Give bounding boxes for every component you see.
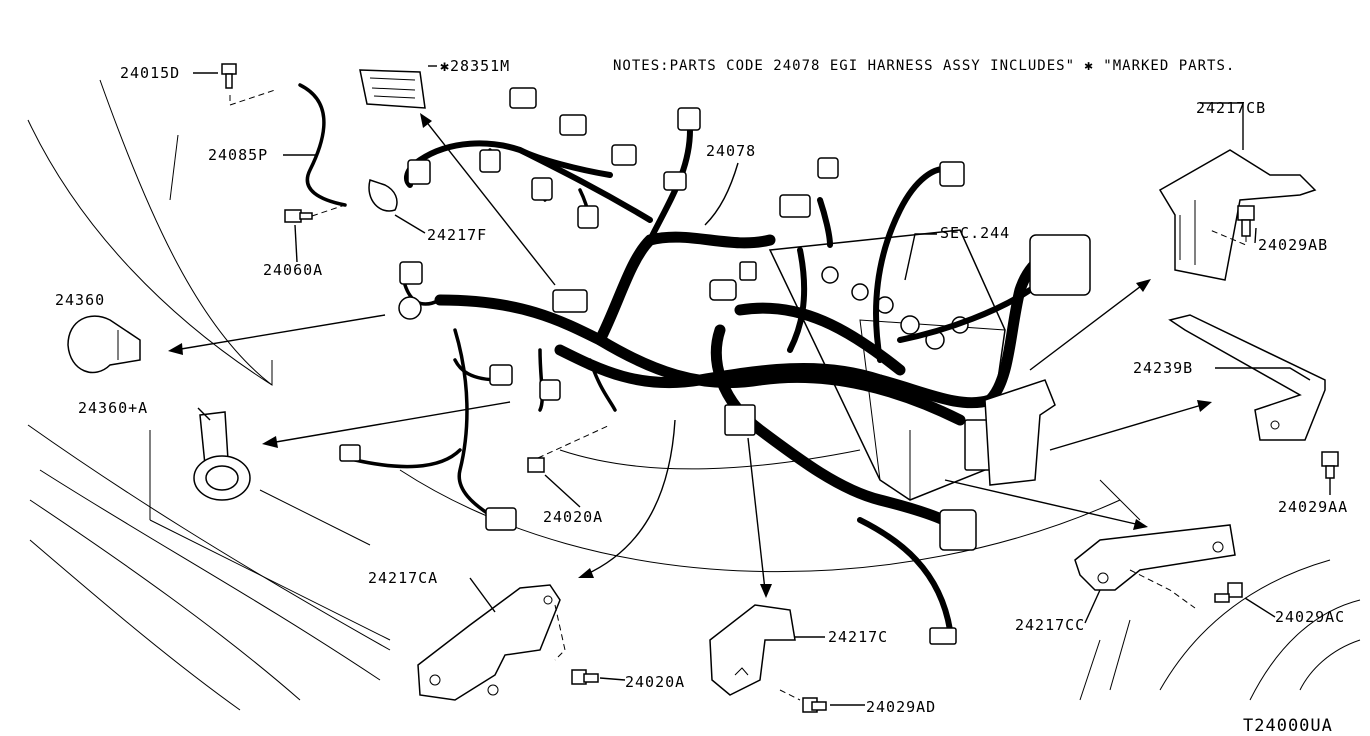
label-24217f: 24217F [427,226,487,244]
label-24217c: 24217C [828,628,888,646]
label-24360a: 24360+A [78,399,148,417]
label-24029ab: 24029AB [1258,236,1328,254]
label-24360: 24360 [55,291,105,309]
notes-text: NOTES:PARTS CODE 24078 EGI HARNESS ASSY … [613,58,1235,74]
label-24020a-bottom: 24020A [625,673,685,691]
label-24239b: 24239B [1133,359,1193,377]
label-24029ac: 24029AC [1275,608,1345,626]
egi-harness-assy [298,83,1076,633]
label-24085p: 24085P [208,146,268,164]
label-24020a-top: 24020A [543,508,603,526]
label-28351m: ✱28351M [440,57,510,75]
label-24015d: 24015D [120,64,180,82]
label-24060a: 24060A [263,261,323,279]
diagram-id: T24000UA [1243,716,1333,736]
vehicle-body-outline [27,79,1361,711]
label-24078: 24078 [706,142,756,160]
label-24217cb: 24217CB [1196,99,1266,117]
label-24029ad: 24029AD [866,698,936,716]
label-sec244: SEC.244 [940,224,1010,242]
leader-lines [168,65,1331,706]
label-24217cc: 24217CC [1015,616,1085,634]
label-24217ca: 24217CA [368,569,438,587]
label-24029aa: 24029AA [1278,498,1348,516]
